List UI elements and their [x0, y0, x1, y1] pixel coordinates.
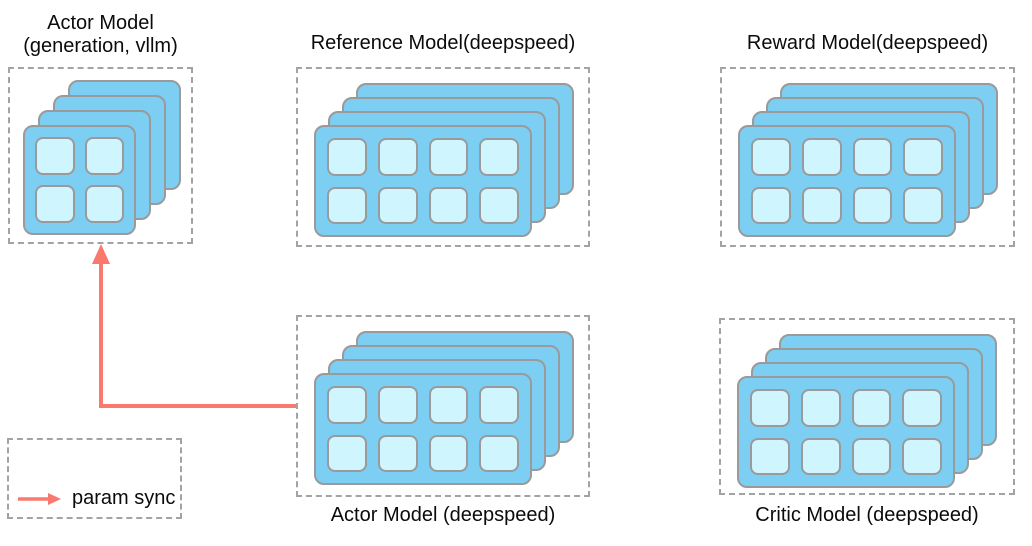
gpu-stack — [722, 69, 1013, 245]
gpu-cell — [902, 437, 942, 475]
gpu-cell — [750, 389, 790, 427]
gpu-stack — [298, 317, 588, 495]
gpu-card-front — [314, 125, 532, 237]
gpu-cell — [750, 437, 790, 475]
gpu-cell — [327, 138, 367, 176]
gpu-stack — [10, 69, 191, 242]
gpu-card-front — [314, 373, 532, 485]
node-box-reward-model — [720, 67, 1015, 247]
gpu-cell — [377, 434, 418, 472]
gpu-cell — [852, 138, 893, 176]
gpu-cell — [852, 186, 893, 224]
gpu-cell — [327, 186, 367, 224]
gpu-card-front — [738, 125, 956, 237]
gpu-card-front — [23, 125, 136, 235]
gpu-stack — [721, 320, 1013, 493]
gpu-cell — [751, 186, 791, 224]
gpu-cell — [84, 137, 124, 175]
gpu-cell — [327, 386, 367, 424]
gpu-cell — [800, 389, 841, 427]
node-label-actor-model-deepspeed: Actor Model (deepspeed) — [330, 504, 556, 526]
gpu-cell — [851, 389, 892, 427]
node-reference-model: Reference Model(deepspeed) — [296, 30, 590, 247]
node-title-reference-model: Reference Model(deepspeed) — [310, 32, 576, 54]
gpu-cell — [903, 186, 943, 224]
gpu-cell — [327, 434, 367, 472]
node-title-reward-model: Reward Model(deepspeed) — [746, 32, 989, 54]
node-box-actor-model-vllm — [8, 67, 193, 244]
gpu-cell — [903, 138, 943, 176]
gpu-cell — [428, 434, 469, 472]
node-box-actor-model-deepspeed — [296, 315, 590, 497]
gpu-cell — [479, 186, 519, 224]
gpu-cell — [35, 185, 75, 223]
node-critic-model: Critic Model (deepspeed) — [719, 318, 1015, 533]
node-actor-model-deepspeed: Actor Model (deepspeed) — [296, 315, 590, 533]
node-label-critic-model: Critic Model (deepspeed) — [755, 504, 979, 526]
node-actor-model-vllm: Actor Model (generation, vllm) — [8, 8, 193, 245]
gpu-cell — [428, 386, 469, 424]
gpu-cell — [428, 138, 469, 176]
gpu-stack — [298, 69, 588, 245]
gpu-cell — [377, 138, 418, 176]
gpu-cell — [479, 138, 519, 176]
node-title-actor-model-vllm: Actor Model (generation, vllm) — [8, 12, 193, 58]
gpu-card-front — [737, 376, 955, 488]
gpu-cell — [800, 437, 841, 475]
node-box-reference-model — [296, 67, 590, 247]
node-title-line2: (generation, vllm) — [23, 35, 178, 57]
gpu-cell — [801, 186, 842, 224]
gpu-cell — [377, 186, 418, 224]
gpu-cell — [751, 138, 791, 176]
legend-label: param sync — [72, 487, 176, 509]
gpu-cell — [428, 186, 469, 224]
gpu-cell — [377, 386, 418, 424]
param-sync-arrow-icon — [18, 492, 61, 505]
legend: param sync — [7, 438, 182, 519]
gpu-cell — [479, 434, 519, 472]
node-box-critic-model — [719, 318, 1015, 495]
gpu-cell — [851, 437, 892, 475]
gpu-cell — [479, 386, 519, 424]
node-title-line1: Actor Model — [47, 12, 154, 34]
gpu-cell — [801, 138, 842, 176]
legend-row: param sync — [17, 487, 175, 510]
gpu-cell — [902, 389, 942, 427]
gpu-cell — [84, 185, 124, 223]
node-reward-model: Reward Model(deepspeed) — [720, 30, 1015, 247]
gpu-cell — [35, 137, 75, 175]
